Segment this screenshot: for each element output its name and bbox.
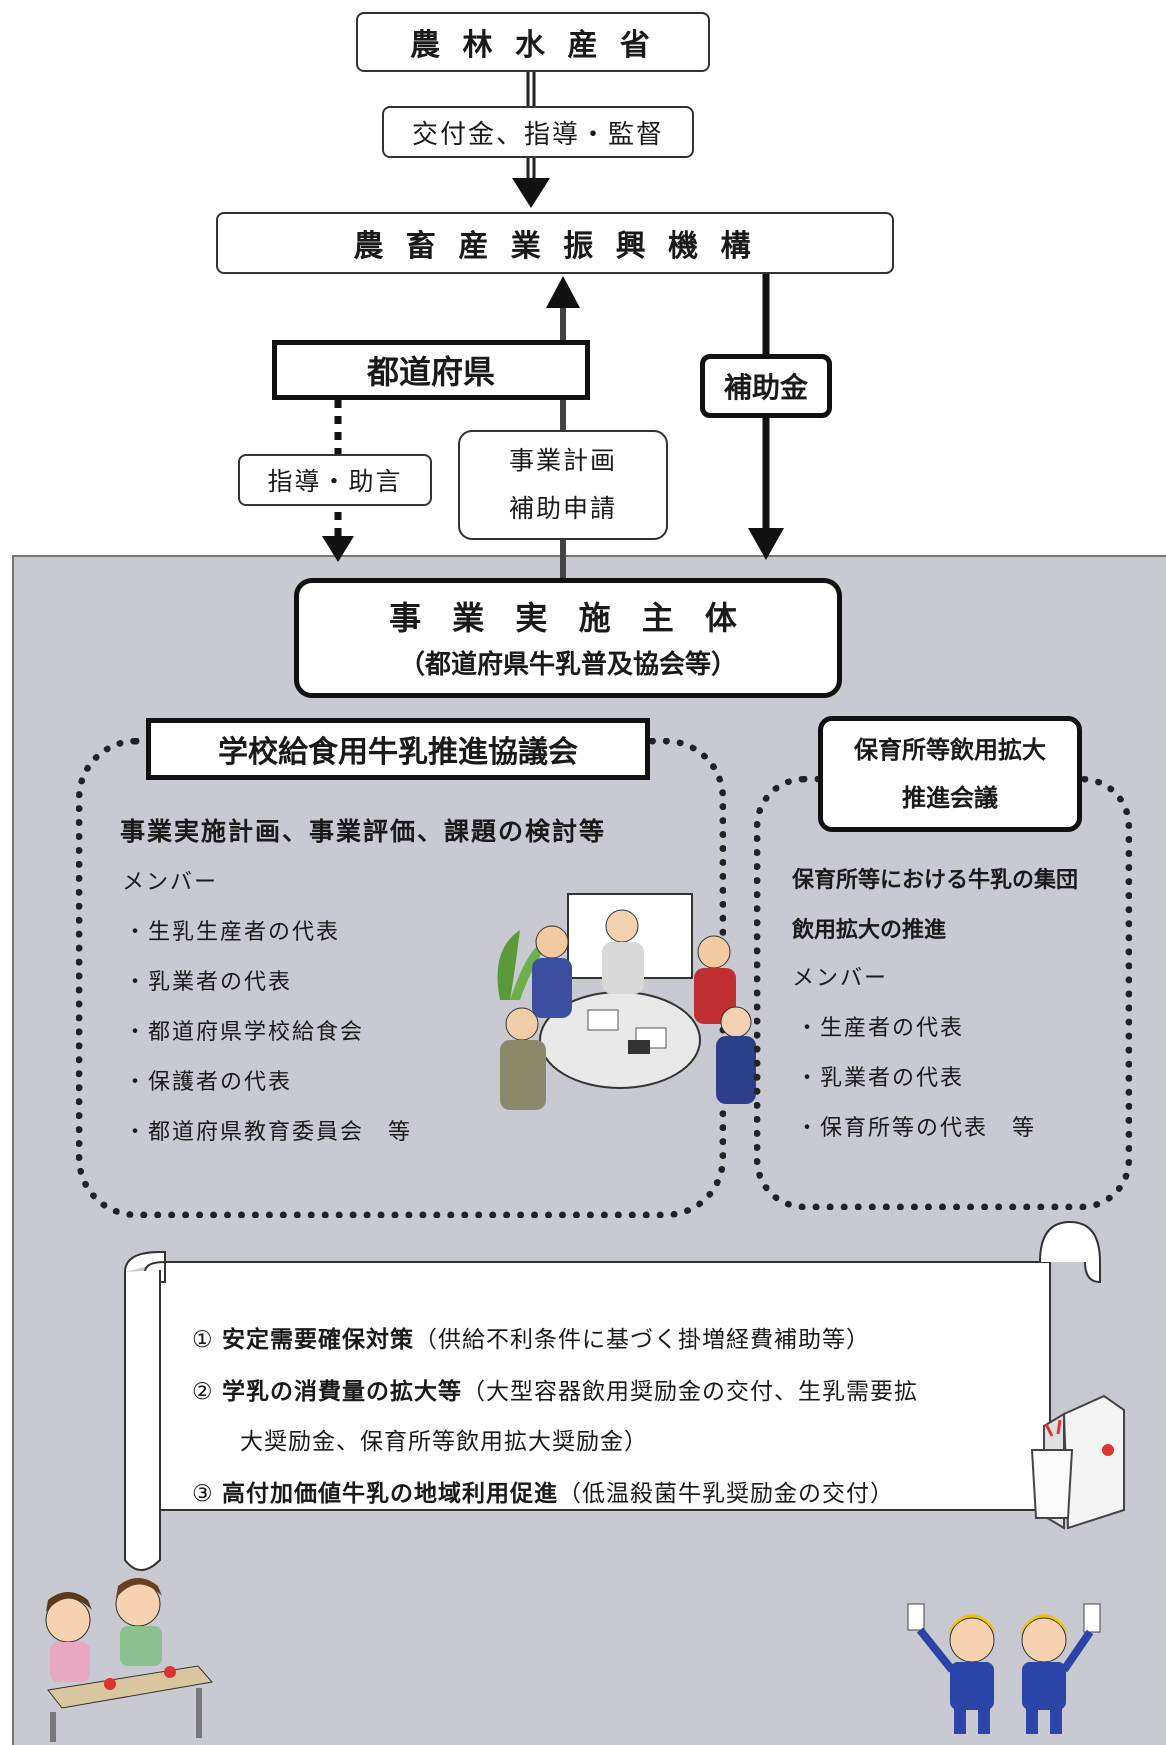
- nursery-purpose-line1: 保育所等における牛乳の集団: [792, 868, 1079, 893]
- plan-line2: 補助申請: [508, 494, 617, 523]
- subsidy-box: 補助金: [700, 354, 832, 418]
- plan-line1: 事業計画: [508, 446, 617, 475]
- arrow-plan-up-head: [546, 276, 580, 308]
- nursery-title-line2: 推進会議: [902, 784, 998, 812]
- flow-label-subsidy-guidance: 交付金、指導・監督: [382, 106, 694, 158]
- nursery-purpose-line2: 飲用拡大の推進: [792, 918, 947, 943]
- implementer-subtitle: （都道府県牛乳普及協会等）: [398, 650, 737, 680]
- agency-box: 農 畜 産 業 振 興 機 構: [216, 212, 894, 274]
- implementer-title: 事 業 実 施 主 体: [389, 599, 747, 637]
- council-title-box: 学校給食用牛乳推進協議会: [146, 718, 650, 780]
- prefecture-box: 都道府県: [272, 340, 590, 400]
- agency-label: 農 畜 産 業 振 興 機 構: [353, 229, 757, 264]
- prefecture-label: 都道府県: [366, 353, 495, 391]
- council-purpose: 事業実施計画、事業評価、課題の検討等: [120, 817, 607, 846]
- council-member-3: ・都道府県学校給食会: [124, 1020, 365, 1045]
- scroll-item-1-rest: （供給不利条件に基づく掛増経費補助等）: [413, 1327, 870, 1353]
- scroll-item-3: ③ 高付加価値牛乳の地域利用促進（低温殺菌牛乳奨励金の交付）: [192, 1474, 894, 1508]
- guidance-label: 指導・助言: [267, 467, 403, 496]
- ministry-box: 農 林 水 産 省: [356, 12, 710, 72]
- nursery-members-label: メンバー: [792, 966, 889, 991]
- nursery-member-3: ・保育所等の代表 等: [796, 1116, 1037, 1141]
- scroll-item-1: ① 安定需要確保対策（供給不利条件に基づく掛増経費補助等）: [192, 1320, 870, 1354]
- nursery-member-2: ・乳業者の代表: [796, 1066, 965, 1091]
- council-member-1: ・生乳生産者の代表: [124, 920, 341, 945]
- arrow-ministry-agency-head: [512, 178, 550, 208]
- flow-label-1-text: 交付金、指導・監督: [411, 119, 664, 150]
- scroll-item-2-cont: 大奨励金、保育所等飲用拡大奨励金）: [240, 1429, 648, 1455]
- scroll-item-2-num: ②: [192, 1379, 214, 1405]
- scroll-item-3-bold: 高付加価値牛乳の地域利用促進: [221, 1481, 558, 1507]
- scroll-item-2-rest: （大型容器飲用奨励金の交付、生乳需要拡: [461, 1379, 918, 1405]
- scroll-item-3-num: ③: [192, 1481, 214, 1507]
- arrow-subsidy-down-head: [748, 528, 784, 560]
- arrow-guidance-head: [322, 536, 354, 562]
- council-member-5: ・都道府県教育委員会 等: [124, 1120, 413, 1145]
- nursery-title-box: 保育所等飲用拡大 推進会議: [818, 716, 1082, 832]
- ministry-label: 農 林 水 産 省: [410, 28, 656, 63]
- scroll-item-2: ② 学乳の消費量の拡大等（大型容器飲用奨励金の交付、生乳需要拡: [192, 1372, 918, 1406]
- scroll-item-1-num: ①: [192, 1327, 214, 1353]
- plan-box: 事業計画 補助申請: [458, 430, 668, 540]
- guidance-box: 指導・助言: [238, 454, 432, 506]
- council-member-4: ・保護者の代表: [124, 1070, 293, 1095]
- implementer-box: 事 業 実 施 主 体 （都道府県牛乳普及協会等）: [294, 578, 842, 698]
- nursery-area: [754, 776, 1132, 1210]
- scroll-item-3-rest: （低温殺菌牛乳奨励金の交付）: [557, 1481, 894, 1507]
- subsidy-label: 補助金: [723, 371, 808, 404]
- council-title: 学校給食用牛乳推進協議会: [218, 735, 578, 770]
- nursery-title-line1: 保育所等飲用拡大: [854, 736, 1046, 764]
- nursery-member-1: ・生産者の代表: [796, 1016, 965, 1041]
- scroll-item-1-bold: 安定需要確保対策: [221, 1327, 414, 1353]
- council-members-label: メンバー: [122, 870, 219, 895]
- scroll-item-2-bold: 学乳の消費量の拡大等: [221, 1379, 462, 1405]
- council-member-2: ・乳業者の代表: [124, 970, 293, 995]
